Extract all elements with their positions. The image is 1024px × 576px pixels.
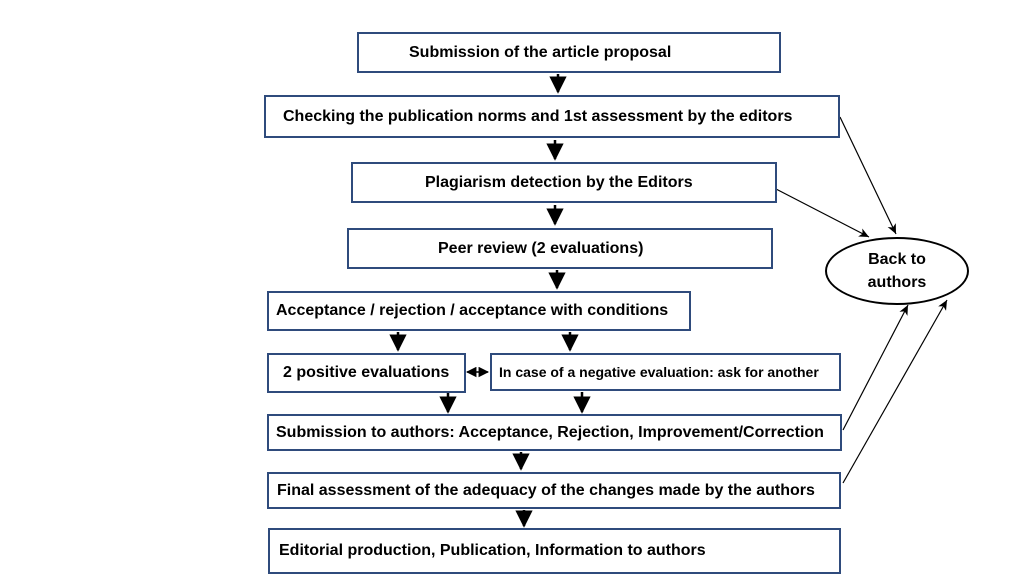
step-negative-case-label: In case of a negative evaluation: ask fo…	[499, 364, 819, 380]
step-peer-review-label: Peer review (2 evaluations)	[438, 239, 644, 257]
step-final-assessment-label: Final assessment of the adequacy of the …	[277, 481, 815, 499]
step-production-label: Editorial production, Publication, Infor…	[279, 542, 706, 559]
step-two-positive-label: 2 positive evaluations	[283, 364, 450, 381]
arrow-checking-to-back-to-authors	[839, 116, 897, 235]
step-peer-review: Peer review (2 evaluations)	[347, 228, 773, 269]
back-to-authors-line2: authors	[867, 274, 927, 291]
step-checking-norms-label: Checking the publication norms and 1st a…	[283, 107, 793, 125]
arrow-final-to-back-to-authors	[842, 299, 948, 484]
step-checking-norms: Checking the publication norms and 1st a…	[264, 95, 840, 138]
step-submission-proposal-label: Submission of the article proposal	[409, 43, 672, 61]
step-final-assessment: Final assessment of the adequacy of the …	[267, 472, 841, 509]
step-plagiarism: Plagiarism detection by the Editors	[351, 162, 777, 203]
arrow-submission-authors-to-back-to-authors	[842, 304, 909, 431]
step-decision: Acceptance / rejection / acceptance with…	[267, 291, 691, 331]
step-decision-label: Acceptance / rejection / acceptance with…	[276, 302, 669, 319]
arrow-plagiarism-to-back-to-authors	[775, 188, 870, 238]
back-to-authors-line1: Back to	[868, 251, 926, 268]
back-to-authors-node: Back to authors	[825, 237, 969, 305]
step-submission-authors: Submission to authors: Acceptance, Rejec…	[267, 414, 842, 451]
step-submission-proposal: Submission of the article proposal	[357, 32, 781, 73]
step-plagiarism-label: Plagiarism detection by the Editors	[425, 173, 693, 191]
step-two-positive: 2 positive evaluations	[267, 353, 466, 393]
step-negative-case: In case of a negative evaluation: ask fo…	[490, 353, 841, 391]
step-submission-authors-label: Submission to authors: Acceptance, Rejec…	[276, 423, 824, 441]
step-production: Editorial production, Publication, Infor…	[268, 528, 841, 574]
